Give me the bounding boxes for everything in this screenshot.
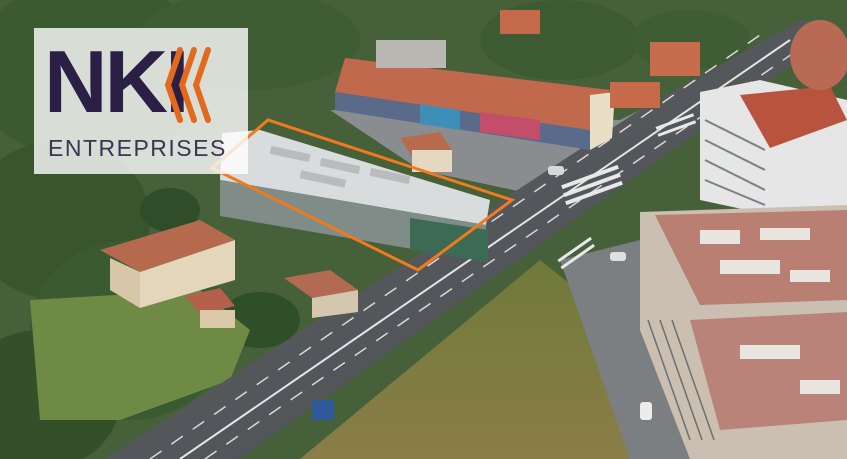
office-roof-lower [690, 312, 847, 430]
garage-roof [284, 270, 358, 298]
mural-detail [480, 112, 540, 140]
small-building [650, 42, 700, 76]
red-roof-building [335, 58, 610, 130]
car [610, 252, 626, 261]
car [640, 402, 652, 420]
small-building [500, 10, 540, 34]
grass-field [30, 290, 250, 420]
small-house-wall [412, 150, 452, 172]
road-sign [312, 400, 334, 420]
shed-wall [200, 310, 235, 328]
apartment-roof [740, 86, 847, 148]
balcony-rows [704, 119, 766, 206]
round-building [790, 20, 847, 90]
building-wall [590, 92, 615, 150]
tree [140, 188, 200, 232]
warehouse-facade [410, 218, 488, 262]
car [548, 166, 564, 175]
small-building [376, 40, 446, 68]
company-logo: NKI ENTREPRISES [34, 28, 248, 174]
skylight [269, 145, 411, 188]
chevron-icon [164, 47, 211, 123]
mural-detail [420, 104, 460, 130]
logo-subtitle: ENTREPRISES [48, 135, 227, 161]
shed-roof [185, 288, 235, 314]
crosswalk [557, 113, 697, 270]
sidewalk [560, 240, 700, 459]
window-rows [647, 319, 715, 441]
property-highlight-outline [209, 118, 516, 272]
house-roof [100, 220, 235, 272]
house-wall [140, 240, 235, 308]
logo-letters: NKI [44, 32, 190, 131]
dry-grass-area [300, 260, 640, 459]
small-building [610, 82, 660, 108]
garage-wall [312, 290, 358, 318]
rooftop-units [700, 228, 840, 394]
house-wall [110, 258, 140, 308]
